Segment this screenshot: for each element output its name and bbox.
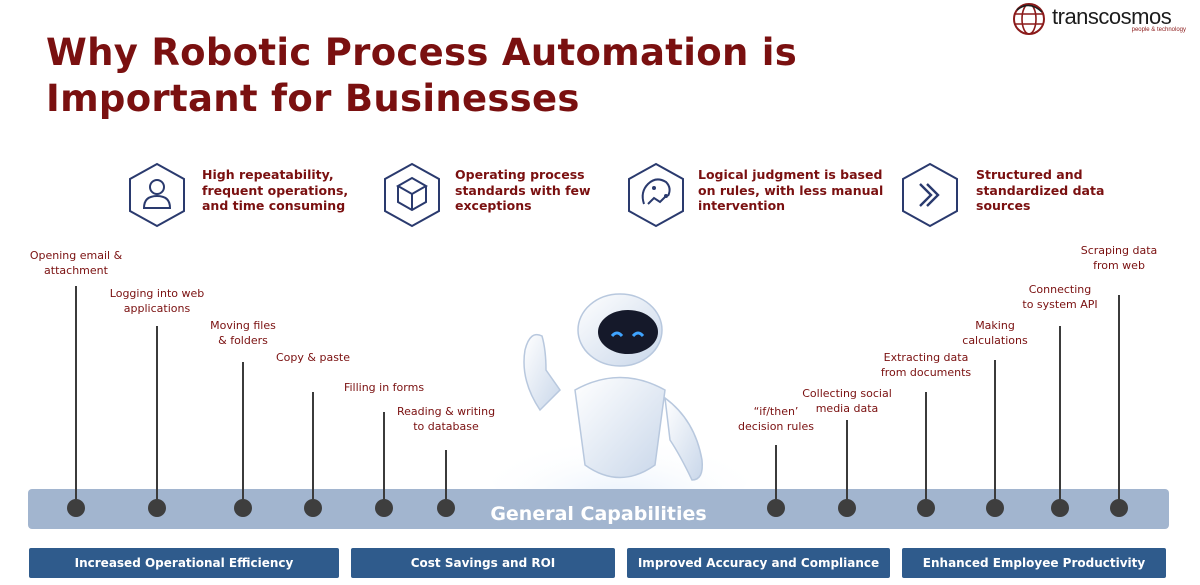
capability-pin-line (75, 286, 77, 508)
capability-pin-dot (234, 499, 252, 517)
criterion-text: Logical judgment is based on rules, with… (698, 167, 883, 214)
benefit-efficiency: Increased Operational Efficiency (29, 548, 339, 578)
criterion-text: High repeatability, frequent operations,… (202, 167, 348, 214)
capability-pin-dot (375, 499, 393, 517)
capability-label-line: to system API (1022, 298, 1098, 311)
capability-pin-dot (1110, 499, 1128, 517)
criterion-text: Structured and standardized data sources (976, 167, 1104, 214)
capability-pin-dot (304, 499, 322, 517)
capability-pin-dot (838, 499, 856, 517)
criterion-line: on rules, with less manual (698, 182, 884, 198)
criterion-standards: Operating process standards with few exc… (382, 162, 612, 228)
criterion-line: sources (976, 198, 1031, 213)
general-capabilities-label: General Capabilities (490, 503, 707, 525)
capability-label: Reading & writing to database (397, 404, 495, 434)
capability-label-line: from web (1093, 259, 1145, 272)
globe-icon (1013, 3, 1045, 35)
capability-label-line: decision rules (738, 420, 814, 433)
criterion-line: standardized data (976, 182, 1105, 198)
capability-label-line: & folders (218, 334, 268, 347)
capability-label-line: applications (123, 302, 191, 315)
capability-label-line: Reading & writing (396, 405, 496, 418)
benefit-productivity: Enhanced Employee Productivity (902, 548, 1166, 578)
capability-label-line: Extracting data (883, 351, 969, 364)
capability-pin-line (242, 362, 244, 508)
capability-label-line: Moving files (210, 319, 276, 332)
criterion-line: and time consuming (202, 198, 346, 213)
capability-label: Making calculations (962, 318, 1027, 348)
cube-icon (384, 162, 440, 228)
logo-tagline: people & technology (1131, 27, 1186, 33)
capability-pin-line (383, 412, 385, 508)
criterion-line: exceptions (455, 198, 532, 213)
criterion-line: standards with few (455, 182, 591, 198)
criterion-text: Operating process standards with few exc… (455, 167, 591, 214)
page-title: Why Robotic Process Automation is Import… (46, 31, 798, 120)
capability-label: Scraping data from web (1081, 243, 1158, 273)
criterion-logic: Logical judgment is based on rules, with… (626, 162, 886, 228)
capability-label: Collecting social media data (802, 386, 892, 416)
capability-pin-dot (1051, 499, 1069, 517)
capability-pin-dot (917, 499, 935, 517)
capability-label-line: to database (413, 420, 479, 433)
capability-label-line: Scraping data (1080, 244, 1158, 257)
capability-pin-line (925, 392, 927, 508)
capability-label: Extracting data from documents (881, 350, 971, 380)
criterion-line: Logical judgment is based (698, 167, 883, 182)
capability-label-line: from documents (880, 366, 972, 379)
capability-pin-line (156, 326, 158, 508)
criterion-data-sources: Structured and standardized data sources (900, 162, 1120, 228)
capability-pin-dot (67, 499, 85, 517)
capability-pin-line (775, 445, 777, 508)
logo-wordmark: transcosmos (1052, 4, 1172, 29)
capability-pin-line (312, 392, 314, 508)
capability-label-line: calculations (962, 334, 1028, 347)
capability-label-line: Copy & paste (275, 351, 351, 364)
benefit-accuracy: Improved Accuracy and Compliance (627, 548, 890, 578)
criterion-repeatability: High repeatability, frequent operations,… (127, 162, 357, 228)
capability-pin-dot (986, 499, 1004, 517)
benefit-cost-savings: Cost Savings and ROI (351, 548, 615, 578)
capability-label: Copy & paste (276, 350, 350, 365)
capability-pin-line (445, 450, 447, 508)
criterion-line: High repeatability, (202, 167, 334, 182)
capability-label-line: attachment (44, 264, 108, 277)
person-icon (129, 162, 185, 228)
criterion-line: frequent operations, (202, 182, 349, 198)
capability-pin-dot (767, 499, 785, 517)
capability-label-line: Filling in forms (343, 381, 425, 394)
capability-label: “if/then’ decision rules (738, 404, 814, 434)
capability-label: Logging into web applications (110, 286, 204, 316)
capability-label: Connecting to system API (1022, 282, 1097, 312)
criterion-line: Structured and (976, 167, 1083, 182)
general-capabilities-bar: General Capabilities (28, 489, 1169, 529)
capability-pin-line (1059, 326, 1061, 508)
capability-pin-dot (437, 499, 455, 517)
robot-illustration (490, 293, 750, 520)
capability-pin-line (994, 360, 996, 508)
brain-circuit-icon (628, 162, 684, 228)
capability-label-line: media data (815, 402, 879, 415)
capability-label-line: Collecting social (802, 387, 892, 400)
criterion-line: intervention (698, 198, 786, 213)
criterion-line: Operating process (455, 167, 585, 182)
capability-label: Filling in forms (344, 380, 424, 395)
capability-label: Opening email & attachment (30, 248, 122, 278)
capability-label: Moving files & folders (210, 318, 276, 348)
capability-label-line: Opening email & (29, 249, 123, 262)
play-arrow-icon (902, 162, 958, 228)
capability-label-line: Logging into web (109, 287, 205, 300)
transcosmos-logo: transcosmos people & technology (1012, 2, 1192, 38)
capability-label-line: Connecting (1028, 283, 1092, 296)
capability-pin-line (1118, 295, 1120, 508)
capability-pin-line (846, 420, 848, 508)
capability-label-line: Making (975, 319, 1015, 332)
capability-label-line: “if/then’ (753, 405, 799, 418)
capability-pin-dot (148, 499, 166, 517)
